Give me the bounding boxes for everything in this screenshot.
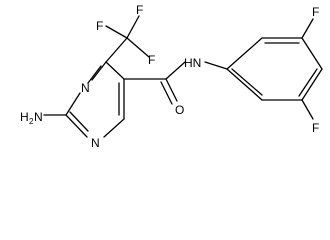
bond-ar-c4-c5 <box>301 68 323 101</box>
bond-c6-c5 <box>105 61 125 80</box>
bond-ar-c3-c4 <box>301 37 323 70</box>
bond-cf3-f1 <box>105 25 128 39</box>
bond-n3-c2 <box>65 114 88 138</box>
cf3-f3-label: F <box>148 53 155 67</box>
bond-ar-c6-c1-double <box>231 68 263 96</box>
bond-n3-c2-double <box>69 111 89 132</box>
carbonyl-o-label: O <box>175 103 184 117</box>
bond-carbonyl-o <box>165 78 178 102</box>
bond-nh-aryl <box>204 61 228 70</box>
bond-carbonyl-nh <box>165 61 186 80</box>
bond-c6-cf3 <box>105 37 128 63</box>
structure-diagram: H 2 N N N F F F HN O F F <box>20 3 323 150</box>
bond-c4-n3 <box>103 118 125 138</box>
molecule-svg: H 2 N N N F F F HN O F F <box>20 3 323 150</box>
bond-cf3-f2 <box>126 15 140 39</box>
ring-n1-label: N <box>81 81 90 95</box>
cf3-f2-label: F <box>136 3 143 17</box>
bond-n1-c6-double <box>87 65 102 84</box>
ring-n3-label: N <box>91 136 100 150</box>
aryl-f-top-label: F <box>312 5 319 19</box>
amine-n-label: N <box>34 110 43 124</box>
amine-subscript: 2 <box>29 117 34 126</box>
amide-nh-label: HN <box>184 56 201 70</box>
atom-labels: H 2 N N N F F F HN O F F <box>20 3 319 150</box>
bond-ar-f-top <box>301 18 314 39</box>
amine-h-label: H <box>20 110 29 124</box>
cf3-f1-label: F <box>96 19 103 33</box>
bond-ar-c4-c5-double <box>298 68 318 97</box>
bond-ar-c1-c2 <box>226 37 263 70</box>
bond-n1-c6 <box>91 61 107 81</box>
pyrimidine-ring <box>65 61 125 138</box>
bond-ar-f-bottom <box>301 99 314 120</box>
bond-c2-n1 <box>65 92 81 116</box>
amide-group <box>123 61 186 105</box>
difluorophenyl-ring <box>226 18 323 120</box>
cf3-group <box>105 15 150 63</box>
bond-ar-c6-c1 <box>226 68 263 101</box>
aryl-f-bottom-label: F <box>312 121 319 135</box>
bond-cf3-f3 <box>126 37 150 58</box>
bond-carbonyl-o-double <box>160 81 173 105</box>
